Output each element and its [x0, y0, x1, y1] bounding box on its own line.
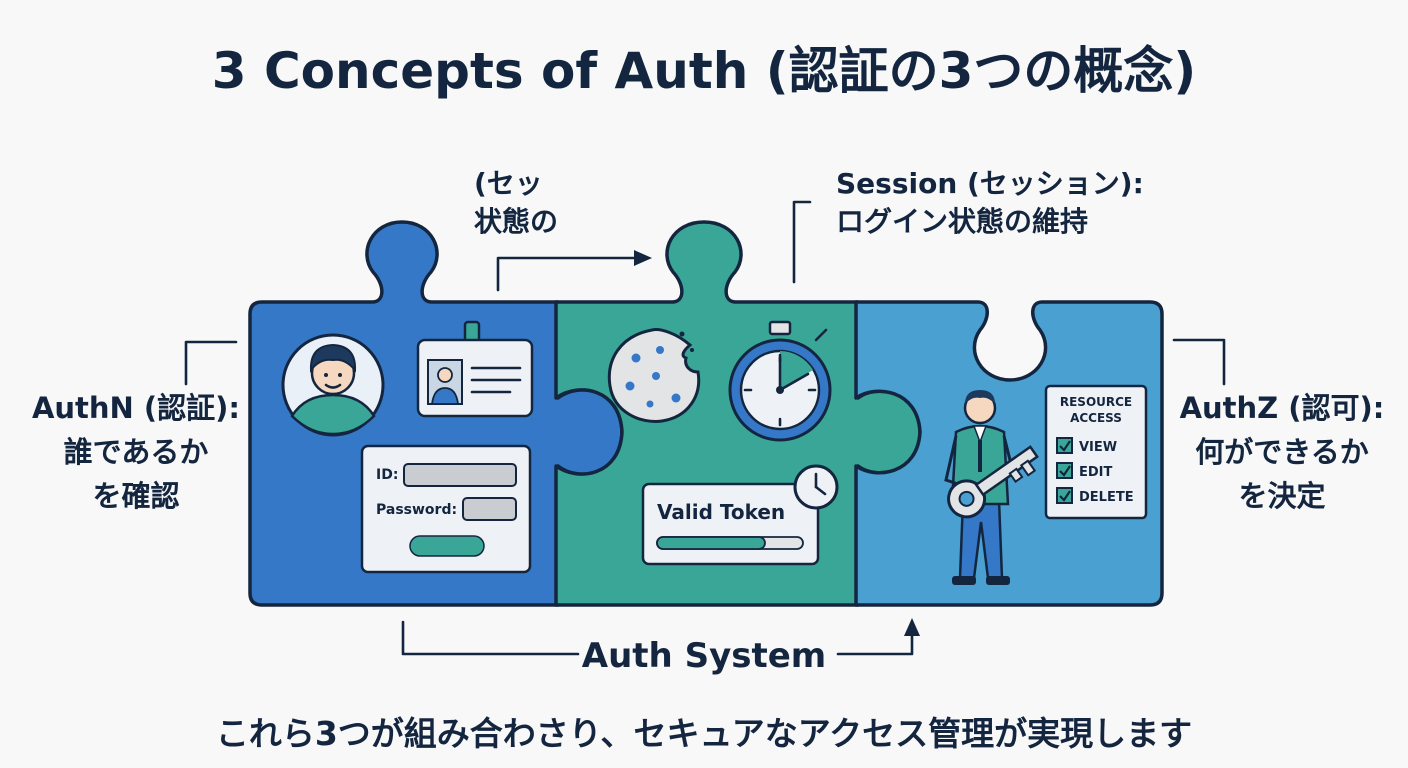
authz-label-line1: AuthZ (認可):	[1180, 391, 1385, 425]
session-connector-left	[496, 256, 636, 292]
login-form: ID: Password:	[360, 444, 532, 574]
permission-item: DELETE	[1056, 487, 1134, 505]
stopwatch-icon	[728, 320, 832, 442]
password-field-label: Password:	[376, 502, 457, 518]
system-label: Auth System	[582, 636, 826, 676]
id-input	[403, 463, 517, 487]
token-validity-bar	[656, 536, 766, 550]
permission-item: VIEW	[1056, 437, 1117, 455]
checkmark-icon	[1059, 440, 1071, 452]
login-button	[409, 535, 485, 557]
id-field-label: ID:	[376, 467, 398, 483]
permission-item: EDIT	[1056, 462, 1113, 480]
system-connector-left	[401, 620, 580, 656]
checkmark-icon	[1059, 465, 1071, 477]
session-partial-label-line1: (セッ	[474, 167, 543, 200]
resource-access-card: RESOURCE ACCESS VIEW EDIT DELETE	[1044, 384, 1148, 520]
permission-label: EDIT	[1079, 465, 1113, 480]
cookie-icon	[607, 328, 701, 423]
authn-label-line1: AuthN (認証):	[32, 391, 240, 425]
user-avatar-icon	[281, 333, 385, 437]
authn-label-line3: を確認	[92, 479, 179, 513]
page-title: 3 Concepts of Auth (認証の3つの概念)	[212, 42, 1196, 100]
session-connector-right	[792, 200, 812, 284]
permission-list: VIEW EDIT DELETE	[1056, 437, 1134, 505]
resource-card-title-line2: ACCESS	[1070, 411, 1122, 425]
session-label-line1: Session (セッション):	[836, 167, 1144, 200]
authz-label-line3: を決定	[1238, 479, 1325, 513]
authz-label-line2: 何ができるか	[1195, 435, 1368, 469]
clock-icon	[793, 464, 839, 510]
system-connector-right	[836, 632, 914, 656]
arrowhead-icon	[634, 250, 652, 266]
checkmark-icon	[1059, 490, 1071, 502]
permission-label: DELETE	[1079, 490, 1134, 505]
id-badge-icon	[416, 320, 534, 418]
token-card: Valid Token	[641, 464, 839, 566]
arrowhead-up-icon	[904, 618, 920, 636]
authz-connector	[1172, 338, 1226, 386]
password-input	[462, 497, 517, 521]
resource-card-title-line1: RESOURCE	[1060, 395, 1132, 409]
permission-label: VIEW	[1079, 440, 1117, 455]
footer-caption: これら3つが組み合わさり、セキュアなアクセス管理が実現します	[216, 714, 1192, 753]
person-with-key-icon	[944, 390, 1039, 585]
session-partial-label-line2: 状態の	[474, 205, 558, 238]
authn-label-line2: 誰であるか	[64, 435, 209, 469]
authn-connector	[184, 340, 238, 386]
session-label-line2: ログイン状態の維持	[836, 205, 1088, 238]
token-label: Valid Token	[657, 500, 785, 524]
